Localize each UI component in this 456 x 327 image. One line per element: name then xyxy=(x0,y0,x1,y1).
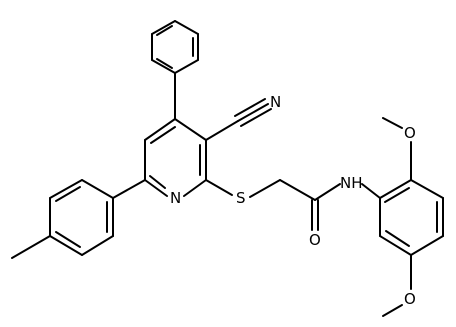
ch2-carbonyl-bond xyxy=(279,179,316,201)
methoxy-top-oxygen-label: O xyxy=(404,124,416,142)
carbonyl-nh-bond xyxy=(314,183,341,201)
pyridine-tolyl-bond xyxy=(112,179,146,199)
methoxy-bottom-methyl xyxy=(382,304,403,317)
nh-aryl-bond xyxy=(361,183,381,199)
tolyl-ring xyxy=(49,179,114,256)
methoxy-top-methyl xyxy=(382,117,403,129)
sulfur-label: S xyxy=(236,189,246,207)
pyridine-ring xyxy=(144,118,207,197)
s-ch2-bond xyxy=(249,179,281,198)
tolyl-methyl-bond xyxy=(11,235,51,259)
carbonyl-oxygen-label: O xyxy=(309,231,321,249)
pyridine-nitrogen-label: N xyxy=(170,189,181,207)
phenyl-ring xyxy=(151,20,199,74)
c-s-bond xyxy=(205,179,233,196)
methoxy-bottom-oxygen-label: O xyxy=(404,290,416,308)
cyano-group xyxy=(205,98,272,141)
amide-nh-label: NH xyxy=(340,174,363,192)
dimethoxyphenyl-ring xyxy=(379,179,444,256)
cyano-nitrogen-label: N xyxy=(270,93,281,111)
